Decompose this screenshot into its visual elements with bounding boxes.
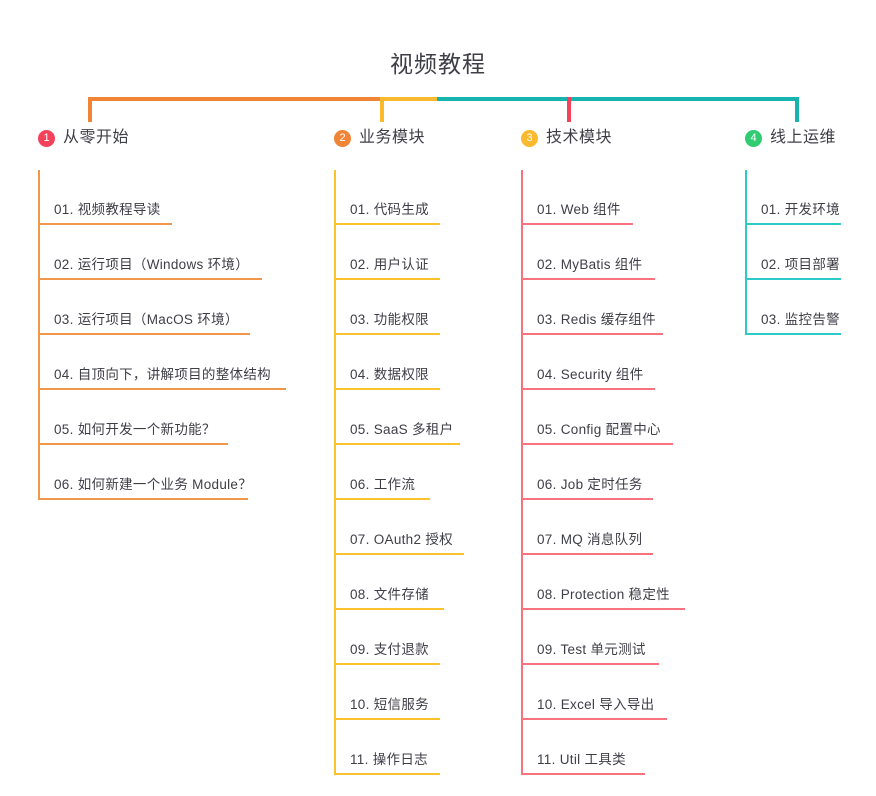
branch-title-label: 业务模块 bbox=[359, 129, 426, 146]
branch-node-label: 07. MQ 消息队列 bbox=[537, 532, 643, 547]
branch-title-label: 技术模块 bbox=[546, 129, 613, 146]
branch-node[interactable]: 02. 运行项目（Windows 环境） bbox=[38, 225, 262, 280]
branch-node[interactable]: 06. 工作流 bbox=[334, 445, 430, 500]
branch-node-label: 01. Web 组件 bbox=[537, 202, 621, 217]
branch-node[interactable]: 03. 监控告警 bbox=[745, 280, 841, 335]
branch-node-label: 03. 监控告警 bbox=[761, 312, 840, 327]
branch-node[interactable]: 04. Security 组件 bbox=[521, 335, 655, 390]
branch-node-label: 03. 功能权限 bbox=[350, 312, 429, 327]
branch-node[interactable]: 09. 支付退款 bbox=[334, 610, 440, 665]
branch-node-label: 05. 如何开发一个新功能？ bbox=[54, 422, 216, 437]
branch-node[interactable]: 07. OAuth2 授权 bbox=[334, 500, 464, 555]
branch-node-label: 01. 开发环境 bbox=[761, 202, 840, 217]
branch-node-label: 07. OAuth2 授权 bbox=[350, 532, 453, 547]
branch-header-col-from-zero[interactable]: 1 从零开始 bbox=[38, 128, 129, 148]
branch-number-badge: 3 bbox=[521, 129, 538, 147]
branch-node[interactable]: 06. 如何新建一个业务 Module？ bbox=[38, 445, 252, 500]
branch-node-label: 02. 项目部署 bbox=[761, 257, 840, 272]
branch-node-label: 02. MyBatis 组件 bbox=[537, 257, 643, 272]
branch-node[interactable]: 01. Web 组件 bbox=[521, 170, 633, 225]
branch-node-label: 10. 短信服务 bbox=[350, 697, 429, 712]
branch-node-label: 02. 用户认证 bbox=[350, 257, 429, 272]
branch-node[interactable]: 03. 运行项目（MacOS 环境） bbox=[38, 280, 250, 335]
branch-node-label: 11. 操作日志 bbox=[350, 752, 428, 767]
branch-node[interactable]: 10. Excel 导入导出 bbox=[521, 665, 667, 720]
branch-item-list: 01. Web 组件 02. MyBatis 组件 03. Redis 缓存组件 04… bbox=[521, 170, 685, 775]
branch-node[interactable]: 04. 数据权限 bbox=[334, 335, 440, 390]
branch-node[interactable]: 01. 视频教程导读 bbox=[38, 170, 172, 225]
branch-header-col-business-module[interactable]: 2 业务模块 bbox=[334, 128, 425, 148]
branch-node-label: 01. 视频教程导读 bbox=[54, 202, 161, 217]
branch-node-label: 06. 如何新建一个业务 Module？ bbox=[54, 477, 253, 492]
branch-node[interactable]: 05. SaaS 多租户 bbox=[334, 390, 460, 445]
branch-node-label: 02. 运行项目（Windows 环境） bbox=[54, 257, 250, 272]
branch-title-label: 从零开始 bbox=[63, 129, 130, 146]
branch-node-label: 05. Config 配置中心 bbox=[537, 422, 661, 437]
branch-node[interactable]: 01. 开发环境 bbox=[745, 170, 841, 225]
branch-node[interactable]: 08. 文件存储 bbox=[334, 555, 444, 610]
branch-node[interactable]: 07. MQ 消息队列 bbox=[521, 500, 653, 555]
branch-node[interactable]: 03. 功能权限 bbox=[334, 280, 440, 335]
branch-item-list: 01. 视频教程导读 02. 运行项目（Windows 环境） 03. 运行项目（M… bbox=[38, 170, 286, 500]
branch-node-label: 04. 数据权限 bbox=[350, 367, 429, 382]
branch-node[interactable]: 10. 短信服务 bbox=[334, 665, 440, 720]
branch-node[interactable]: 01. 代码生成 bbox=[334, 170, 440, 225]
branch-node[interactable]: 02. 用户认证 bbox=[334, 225, 440, 280]
branch-title-label: 线上运维 bbox=[770, 129, 837, 146]
branch-node-label: 03. 运行项目（MacOS 环境） bbox=[54, 312, 239, 327]
branch-node-label: 06. Job 定时任务 bbox=[537, 477, 643, 492]
branch-node-label: 06. 工作流 bbox=[350, 477, 416, 492]
branch-node[interactable]: 08. Protection 稳定性 bbox=[521, 555, 685, 610]
branch-node-label: 11. Util 工具类 bbox=[537, 752, 626, 767]
branch-node-label: 04. Security 组件 bbox=[537, 367, 644, 382]
branch-node-label: 03. Redis 缓存组件 bbox=[537, 312, 656, 327]
branch-node[interactable]: 11. 操作日志 bbox=[334, 720, 440, 775]
branch-node-label: 01. 代码生成 bbox=[350, 202, 429, 217]
branch-node[interactable]: 04. 自顶向下，讲解项目的整体结构 bbox=[38, 335, 286, 390]
branch-node[interactable]: 05. Config 配置中心 bbox=[521, 390, 673, 445]
branch-header-col-tech-module[interactable]: 3 技术模块 bbox=[521, 128, 612, 148]
branch-node-label: 05. SaaS 多租户 bbox=[350, 422, 454, 437]
branch-node[interactable]: 09. Test 单元测试 bbox=[521, 610, 659, 665]
branch-node-label: 10. Excel 导入导出 bbox=[537, 697, 655, 712]
branch-node-label: 04. 自顶向下，讲解项目的整体结构 bbox=[54, 367, 271, 382]
branch-node[interactable]: 06. Job 定时任务 bbox=[521, 445, 653, 500]
branch-number-badge: 4 bbox=[745, 129, 762, 147]
branch-node-label: 09. 支付退款 bbox=[350, 642, 429, 657]
branch-header-col-online-ops[interactable]: 4 线上运维 bbox=[745, 128, 836, 148]
branch-node[interactable]: 02. 项目部署 bbox=[745, 225, 841, 280]
page-title: 视频教程 bbox=[390, 51, 486, 77]
branch-node[interactable]: 11. Util 工具类 bbox=[521, 720, 645, 775]
branch-node[interactable]: 03. Redis 缓存组件 bbox=[521, 280, 663, 335]
branch-node-label: 08. 文件存储 bbox=[350, 587, 429, 602]
branch-node-label: 08. Protection 稳定性 bbox=[537, 587, 670, 602]
branch-node[interactable]: 05. 如何开发一个新功能？ bbox=[38, 390, 228, 445]
branch-node[interactable]: 02. MyBatis 组件 bbox=[521, 225, 655, 280]
branch-item-list: 01. 代码生成 02. 用户认证 03. 功能权限 04. 数据权限 05. SaaS… bbox=[334, 170, 464, 775]
branch-number-badge: 2 bbox=[334, 129, 351, 147]
branch-node-label: 09. Test 单元测试 bbox=[537, 642, 646, 657]
branch-item-list: 01. 开发环境 02. 项目部署 03. 监控告警 bbox=[745, 170, 841, 335]
branch-number-badge: 1 bbox=[38, 129, 55, 147]
